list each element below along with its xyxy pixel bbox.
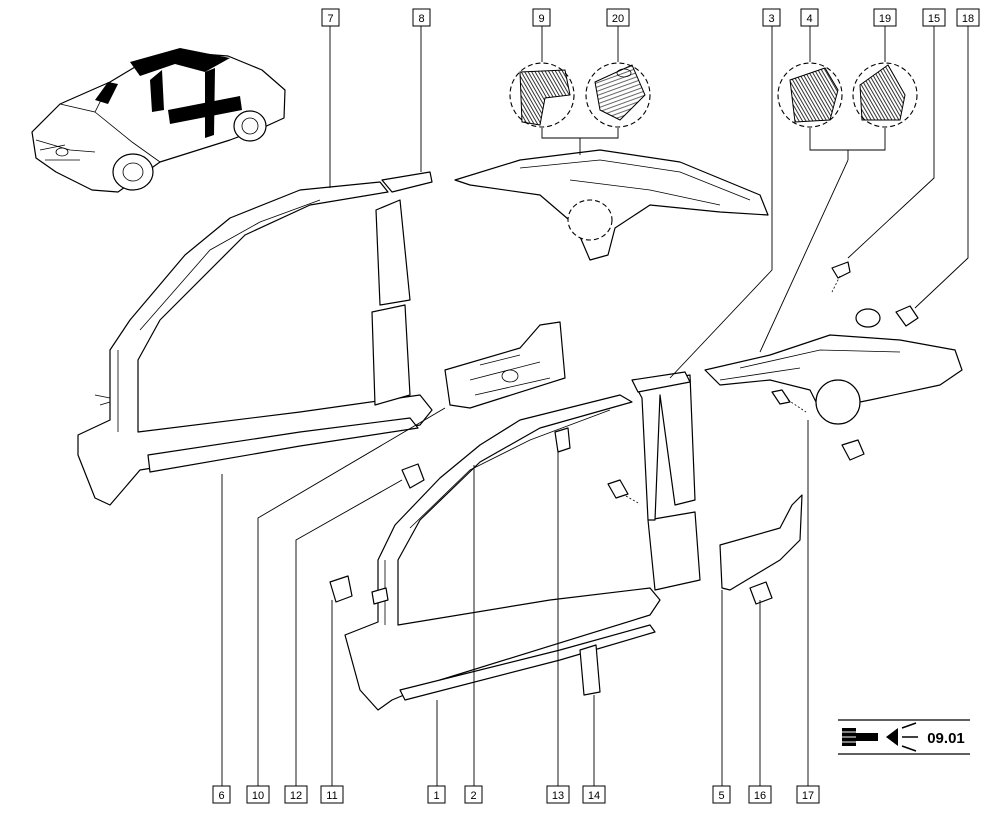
grommet <box>855 308 881 328</box>
callout-13: 13 <box>546 785 570 804</box>
body-side-frame-right <box>344 394 701 711</box>
detail-circle-4 <box>777 62 843 128</box>
svg-text:2: 2 <box>470 790 476 802</box>
callout-16: 16 <box>748 785 772 804</box>
fastener-12 <box>401 463 425 489</box>
svg-text:18: 18 <box>962 13 974 25</box>
callout-5: 5 <box>712 785 731 804</box>
detail-circle-20 <box>585 62 651 128</box>
svg-text:4: 4 <box>806 13 812 25</box>
callout-2: 2 <box>464 785 483 804</box>
fastener-16 <box>749 581 773 605</box>
body-side-frame-left <box>77 171 433 506</box>
svg-text:11: 11 <box>326 790 337 802</box>
svg-text:5: 5 <box>718 790 724 802</box>
svg-text:14: 14 <box>588 790 600 802</box>
svg-text:19: 19 <box>879 13 891 25</box>
detail-circle-9 <box>509 62 575 128</box>
callout-18: 18 <box>956 8 980 27</box>
detail-circle-19 <box>852 62 918 128</box>
callout-3: 3 <box>762 8 781 27</box>
callout-1: 1 <box>427 785 446 804</box>
weld-tool-icon <box>842 722 918 752</box>
callout-12: 12 <box>284 785 308 804</box>
svg-text:3: 3 <box>768 13 774 25</box>
rear-panel-right <box>719 494 803 591</box>
callout-15: 15 <box>922 8 946 27</box>
svg-text:13: 13 <box>552 790 564 802</box>
rear-panel-left <box>444 321 566 409</box>
svg-text:9: 9 <box>538 13 544 25</box>
svg-text:10: 10 <box>252 790 264 802</box>
fastener-17 <box>771 389 807 413</box>
svg-text:1: 1 <box>433 790 439 802</box>
b-pillar-right <box>631 371 696 521</box>
callout-20: 20 <box>606 8 630 27</box>
fastener-13 <box>554 427 571 453</box>
svg-text:8: 8 <box>418 13 424 25</box>
leader-lines <box>221 26 969 786</box>
callout-14: 14 <box>582 785 606 804</box>
callout-4: 4 <box>800 8 819 27</box>
fastener-11 <box>329 575 389 605</box>
svg-text:17: 17 <box>802 790 814 802</box>
bracket-14 <box>579 644 601 696</box>
svg-text:16: 16 <box>754 790 766 802</box>
callout-9: 9 <box>532 8 551 27</box>
callout-11: 11 <box>320 785 344 804</box>
callout-6: 6 <box>212 785 231 804</box>
svg-text:12: 12 <box>290 790 302 802</box>
svg-text:6: 6 <box>218 790 224 802</box>
fastener-15 <box>831 261 851 293</box>
fastener-18 <box>895 305 919 327</box>
operation-code: 09.01 <box>927 730 965 747</box>
operation-code-block: 09.01 <box>838 719 970 755</box>
callout-10: 10 <box>246 785 270 804</box>
svg-text:15: 15 <box>928 13 940 25</box>
callout-8: 8 <box>412 8 431 27</box>
callout-17: 17 <box>796 785 820 804</box>
svg-text:7: 7 <box>327 13 333 25</box>
bolt <box>607 479 641 505</box>
clip-17 <box>841 439 865 461</box>
car-body-thumbnail-icon <box>31 48 286 193</box>
roof-panel <box>454 149 769 261</box>
svg-text:20: 20 <box>612 13 624 25</box>
callout-7: 7 <box>321 8 340 27</box>
rear-quarter-panel-right <box>704 334 963 425</box>
callout-19: 19 <box>873 8 897 27</box>
